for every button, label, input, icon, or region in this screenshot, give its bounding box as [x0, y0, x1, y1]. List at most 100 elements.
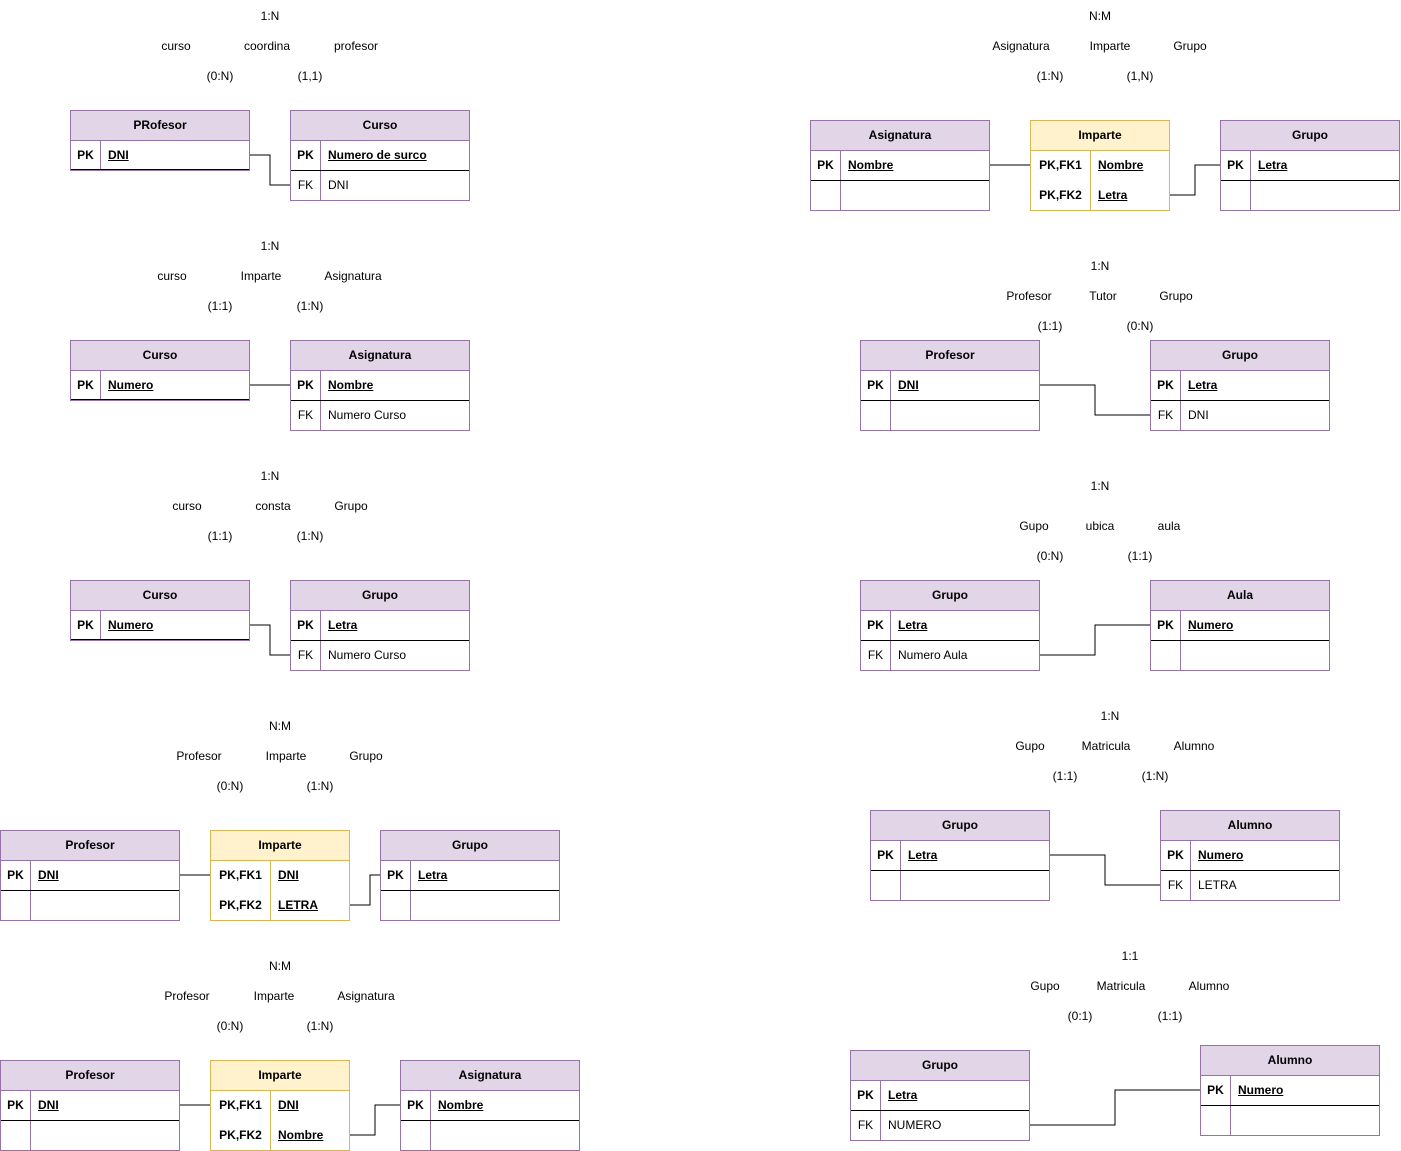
key-marker — [1221, 181, 1251, 210]
key-marker: PK — [1, 861, 31, 890]
attribute-name: Letra — [908, 848, 938, 862]
attribute-row — [1, 891, 179, 920]
key-marker: PK,FK1 — [1031, 151, 1091, 181]
left-role-label: Profesor — [176, 749, 222, 763]
entity-title: Imparte — [211, 831, 349, 861]
cardinality-label: N:M — [269, 959, 291, 973]
attribute-row — [1, 1121, 179, 1150]
attribute-name: Numero — [1188, 618, 1234, 632]
relation-label: coordina — [243, 39, 291, 53]
right-cardinality-label: (1:N) — [296, 299, 324, 313]
entity-title: Grupo — [291, 581, 469, 611]
attribute-name: DNI — [898, 378, 919, 392]
attribute-name: DNI — [328, 178, 349, 192]
key-marker: PK — [291, 611, 321, 640]
key-marker: PK — [71, 611, 101, 639]
key-marker — [811, 181, 841, 210]
relation-label: consta — [255, 499, 291, 513]
right-role-label: Alumno — [1173, 739, 1215, 753]
left-role-label: curso — [157, 269, 187, 283]
entity-title: Curso — [71, 581, 249, 611]
relation-label: ubica — [1085, 519, 1115, 533]
key-marker: PK — [291, 141, 321, 170]
entity-title: Asignatura — [811, 121, 989, 151]
key-marker: PK — [71, 371, 101, 399]
relationship-line — [250, 154, 290, 186]
attribute-name: Numero de surco — [328, 148, 427, 162]
key-marker: PK,FK2 — [1031, 181, 1091, 210]
key-marker: FK — [861, 641, 891, 670]
attribute-row — [861, 401, 1039, 430]
attribute-name: Letra — [1098, 188, 1128, 202]
attribute-name: DNI — [38, 868, 59, 882]
key-marker: PK — [871, 841, 901, 870]
relation-label: Imparte — [240, 269, 282, 283]
attribute-row — [1221, 181, 1399, 210]
right-cardinality-label: (1:N) — [306, 779, 334, 793]
attribute-name: Nombre — [848, 158, 894, 172]
attribute-name: Numero — [1198, 848, 1244, 862]
right-role-label: profesor — [333, 39, 379, 53]
entity-title: Curso — [291, 111, 469, 141]
left-role-label: Profesor — [1006, 289, 1052, 303]
attribute-name: DNI — [278, 1098, 299, 1112]
entity-title: Curso — [71, 341, 249, 371]
right-cardinality-label: (1:N) — [1141, 769, 1169, 783]
attribute-row: PK Numero de surco — [291, 141, 469, 171]
key-marker: PK — [1161, 841, 1191, 870]
left-role-label: Asignatura — [992, 39, 1050, 53]
entity-title: Grupo — [871, 811, 1049, 841]
key-marker: PK,FK2 — [211, 1121, 271, 1150]
relationship-line — [1040, 384, 1150, 416]
attribute-name: Numero — [108, 618, 154, 632]
right-cardinality-label: (1:N) — [296, 529, 324, 543]
key-marker — [1, 891, 31, 920]
attribute-name: Letra — [888, 1088, 918, 1102]
key-marker: PK,FK1 — [211, 1091, 271, 1121]
attribute-row: PK Numero — [1161, 841, 1339, 871]
entity-title: Profesor — [1, 1061, 179, 1091]
entity-title: Grupo — [851, 1051, 1029, 1081]
left-cardinality-label: (0:1) — [1067, 1009, 1093, 1023]
key-marker — [381, 891, 411, 920]
attribute-name: Numero Aula — [898, 648, 968, 662]
key-marker — [861, 401, 891, 430]
left-cardinality-label: (1:1) — [1037, 319, 1063, 333]
left-cardinality-label: (0:N) — [206, 69, 234, 83]
left-role-label: Gupo — [1019, 519, 1049, 533]
attribute-name: Letra — [418, 868, 448, 882]
